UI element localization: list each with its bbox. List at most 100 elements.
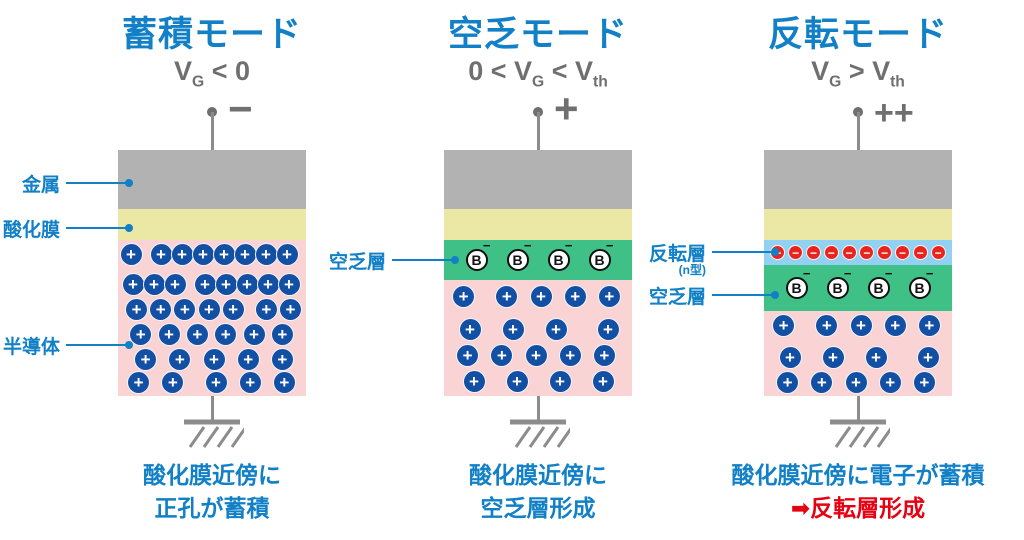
electron-carrier: −: [895, 245, 910, 260]
acceptor-ion: B−: [465, 239, 491, 271]
gate-voltage-condition: 0 < VG < Vth: [368, 56, 708, 91]
hole-carrier: +: [125, 298, 149, 321]
gate-wire: [210, 112, 214, 150]
electron-carrier: −: [806, 245, 821, 260]
hole-carrier: +: [778, 346, 802, 369]
hole-carrier: +: [214, 323, 238, 346]
layer-semiconductor: ++++++++++++++++++: [444, 280, 632, 396]
layer-metal: [118, 150, 306, 209]
hole-carrier: +: [254, 243, 278, 266]
acceptor-charge: −: [564, 238, 573, 253]
hole-carrier: +: [596, 318, 620, 341]
acceptor-symbol: B: [832, 280, 843, 296]
hole-carrier: +: [134, 348, 158, 371]
side-label-dot: [125, 179, 133, 187]
acceptor-charge: −: [482, 238, 491, 253]
hole-carrier: +: [844, 371, 868, 394]
acceptor-ion: B−: [588, 239, 614, 271]
acceptor-symbol: B: [594, 252, 605, 268]
hole-carrier: +: [121, 273, 145, 296]
electron-carrier: −: [859, 245, 875, 260]
acceptor-ion: B−: [547, 239, 573, 271]
voltage-term: 0 < V: [468, 56, 533, 86]
hole-carrier: +: [242, 323, 266, 346]
side-label-line: [712, 251, 778, 253]
caption-line-2: 空乏層形成: [480, 495, 596, 521]
hole-carrier: +: [597, 285, 621, 308]
side-label-dot: [771, 291, 779, 299]
hole-carrier: +: [912, 371, 936, 394]
acceptor-symbol: B: [553, 252, 564, 268]
ground-symbol: [830, 419, 890, 448]
gate-polarity-sign: ++: [874, 94, 914, 132]
acceptor-charge: −: [605, 238, 614, 253]
acceptor-ion: B−: [908, 267, 934, 299]
layer-depletion: B−B−B−B−: [764, 265, 952, 311]
side-label-line: [66, 227, 132, 229]
panel-title: 空乏モード: [447, 15, 628, 54]
side-label: 半導体: [2, 337, 60, 358]
hole-carrier: +: [490, 344, 514, 367]
hole-carrier: +: [221, 298, 245, 321]
hole-carrier: +: [462, 370, 486, 393]
hole-carrier: +: [548, 370, 572, 393]
hole-carrier: +: [883, 314, 907, 337]
acceptor-charge: −: [884, 266, 893, 281]
electron-carrier: −: [877, 245, 893, 260]
side-label-line: [392, 259, 458, 261]
acceptor-symbol: B: [471, 252, 482, 268]
hole-carrier: +: [233, 243, 257, 266]
side-label-line: [66, 344, 132, 346]
hole-carrier: +: [524, 344, 548, 367]
hole-carrier: +: [204, 371, 228, 394]
side-label-line: [66, 182, 132, 184]
hole-carrier: +: [254, 298, 278, 321]
side-label-dot: [125, 341, 133, 349]
hole-carrier: +: [558, 344, 582, 367]
hole-carrier: +: [916, 346, 940, 369]
voltage-term: > V: [841, 56, 891, 86]
hole-carrier: +: [272, 371, 296, 394]
layer-inversion: −−−−−−−−−−: [764, 240, 952, 265]
gate-wire: [536, 112, 540, 150]
side-label: 空乏層: [328, 252, 386, 273]
caption-line-2: ➡反転層形成: [790, 495, 926, 521]
acceptor-ion: B−: [826, 267, 852, 299]
hole-carrier: +: [917, 314, 941, 337]
hole-carrier: +: [495, 285, 519, 308]
hole-carrier: +: [161, 371, 185, 394]
side-label-line: [712, 294, 778, 296]
ground-symbol: [510, 419, 570, 448]
hole-carrier: +: [191, 243, 215, 266]
hole-carrier: +: [212, 243, 236, 266]
ground-symbol: [184, 419, 244, 448]
side-label-dot: [125, 224, 133, 232]
caption-line-1: 酸化膜近傍に: [143, 462, 281, 488]
side-label: 空乏層: [648, 287, 706, 308]
side-label-note: (n型): [678, 263, 706, 277]
ground-wire: [856, 396, 860, 421]
side-label-dot: [771, 248, 779, 256]
hole-carrier: +: [776, 371, 800, 394]
hole-carrier: +: [864, 346, 888, 369]
hole-carrier: +: [815, 314, 839, 337]
hole-carrier: +: [157, 323, 181, 346]
hole-carrier: +: [563, 285, 587, 308]
hole-carrier: +: [235, 273, 259, 296]
ground-wire: [536, 396, 540, 421]
layer-metal: [444, 150, 632, 209]
hole-carrier: +: [277, 273, 301, 296]
layer-metal: [764, 150, 952, 209]
voltage-term: V: [811, 56, 830, 86]
voltage-term: V: [174, 56, 193, 86]
acceptor-symbol: B: [914, 280, 925, 296]
panel-title: 蓄積モード: [121, 15, 302, 54]
electron-carrier: −: [841, 245, 857, 260]
hole-carrier: +: [592, 344, 616, 367]
hole-carrier: +: [501, 318, 525, 341]
hole-carrier: +: [505, 370, 529, 393]
hole-carrier: +: [119, 243, 143, 266]
ground-wire: [210, 396, 214, 421]
voltage-subscript: G: [829, 73, 842, 91]
